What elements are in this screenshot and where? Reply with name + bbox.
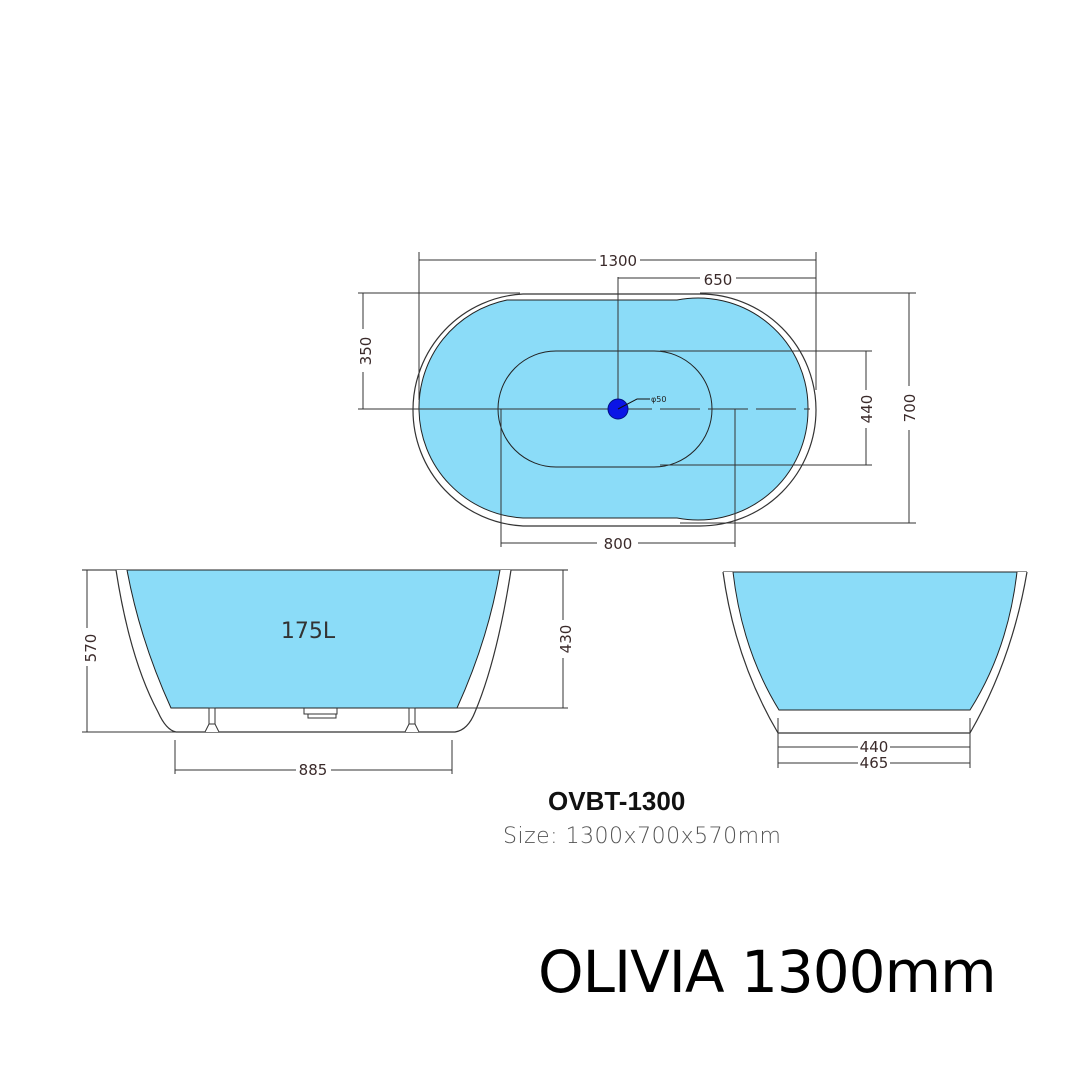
model-number: OVBT-1300: [548, 786, 686, 816]
capacity-label: 175L: [281, 619, 336, 644]
drain-label: φ50: [651, 395, 666, 404]
dim-end-inner-base: 440: [860, 738, 889, 756]
dim-inner-width: 440: [858, 395, 876, 424]
dim-half-width: 350: [357, 337, 375, 366]
dim-end-outer-base: 465: [860, 754, 889, 772]
dim-overall-length: 1300: [599, 252, 637, 270]
dim-inner-length: 800: [604, 535, 633, 553]
product-title: OLIVIA 1300mm: [538, 938, 997, 1006]
top-view: φ50 1300 650 350 700 440 800: [357, 252, 919, 553]
dim-overall-height: 570: [82, 634, 100, 663]
end-basin: [732, 571, 1018, 711]
dim-half-length: 650: [704, 271, 733, 289]
side-view: 175L 570 430 885: [82, 569, 575, 779]
end-view: 440 465: [722, 571, 1028, 772]
dim-overall-width: 700: [901, 394, 919, 423]
dim-base-length: 885: [299, 761, 328, 779]
size-label: Size: 1300x700x570mm: [503, 824, 782, 849]
dim-inner-depth: 430: [557, 625, 575, 654]
